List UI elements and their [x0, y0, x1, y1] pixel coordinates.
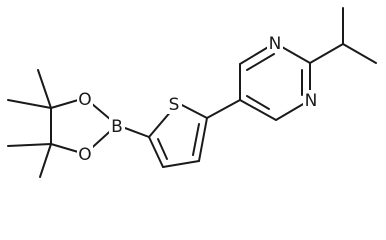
svg-text:O: O — [78, 90, 91, 110]
atom-o-top: O — [77, 89, 93, 110]
svg-text:O: O — [78, 145, 91, 165]
isopropyl-group — [309, 7, 377, 64]
aryl-aryl-bond — [206, 99, 241, 119]
svg-text:B: B — [111, 117, 123, 137]
atom-n1: N — [267, 33, 283, 54]
atom-s: S — [166, 94, 182, 115]
svg-text:N: N — [305, 91, 318, 111]
pyrimidine-ring — [239, 42, 311, 121]
tetramethyl-groups — [7, 69, 52, 178]
atom-n3: N — [303, 90, 319, 111]
atom-b: B — [109, 116, 125, 137]
molecule-drawing: N N S B O O — [7, 7, 377, 178]
atom-o-bottom: O — [77, 144, 93, 165]
svg-text:S: S — [169, 95, 180, 115]
structure-canvas: N N S B O O — [7, 7, 377, 178]
svg-text:N: N — [269, 34, 282, 54]
